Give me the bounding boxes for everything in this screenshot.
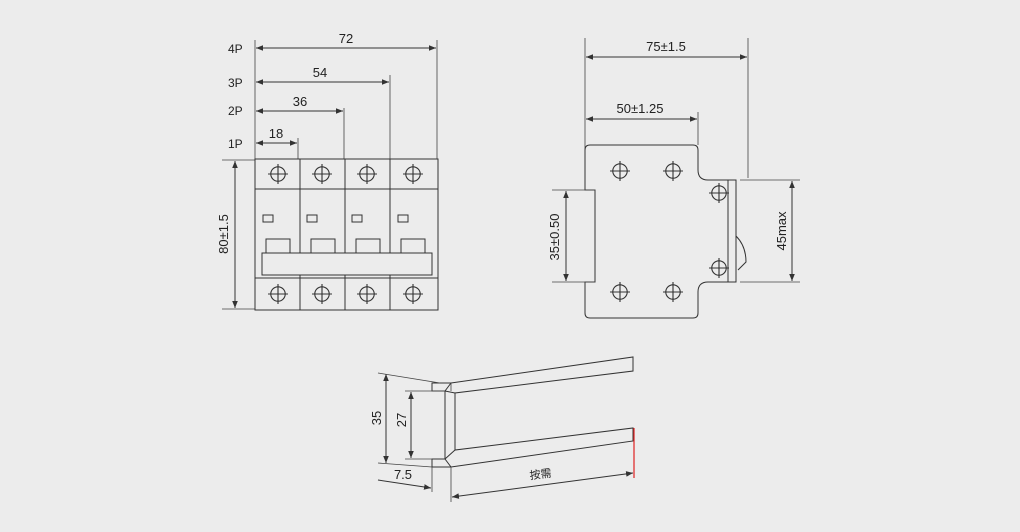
handle-bar xyxy=(261,252,433,276)
pole-label-4p: 4P xyxy=(228,42,243,56)
pole-label-1p: 1P xyxy=(228,137,243,151)
dim-text-rail-inner: 27 xyxy=(394,413,409,427)
dim-line-length xyxy=(451,471,634,499)
dim-text-max-depth: 45max xyxy=(774,211,789,251)
indicator-window xyxy=(262,214,274,223)
dim-text-rail-outer: 35 xyxy=(369,411,384,425)
dim-text-length: 按需 xyxy=(529,466,553,483)
indicator-window xyxy=(397,214,409,223)
breaker-front-view: 4P 3P 2P 1P 72 54 36 18 80±1.5 xyxy=(216,31,439,311)
indicator-window xyxy=(306,214,318,223)
dim-line-flange xyxy=(377,479,432,490)
din-rail-view: 35 27 7.5 按需 xyxy=(369,356,635,502)
dim-text-18: 18 xyxy=(269,126,283,141)
dim-text-72: 72 xyxy=(339,31,353,46)
dim-text-total-width: 75±1.5 xyxy=(646,39,686,54)
dim-text-rail-slot: 35±0.50 xyxy=(547,214,562,261)
pole-label-3p: 3P xyxy=(228,76,243,90)
breaker-side-view: 75±1.5 50±1.25 35±0.50 45max xyxy=(547,38,800,319)
pole-label-2p: 2P xyxy=(228,104,243,118)
dim-text-54: 54 xyxy=(313,65,327,80)
dim-text-36: 36 xyxy=(293,94,307,109)
dim-text-height: 80±1.5 xyxy=(216,214,231,254)
indicator-window xyxy=(351,214,363,223)
dim-text-hole-spacing: 50±1.25 xyxy=(617,101,664,116)
dim-text-flange: 7.5 xyxy=(394,467,412,482)
